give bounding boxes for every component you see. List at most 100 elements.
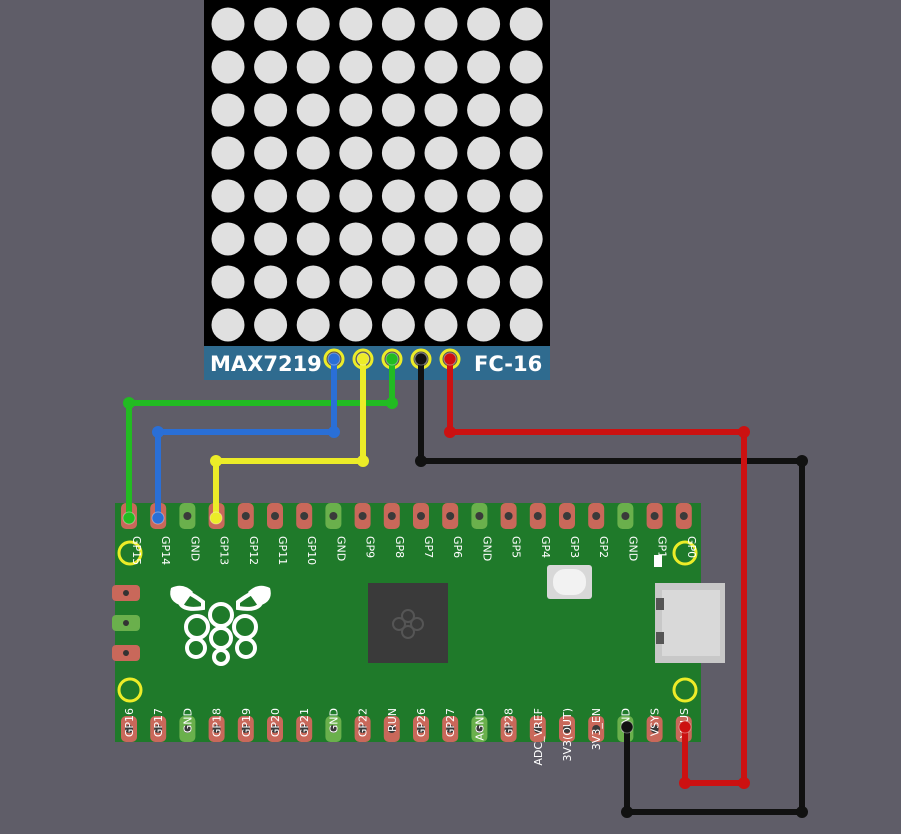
led-dot — [424, 93, 458, 127]
led-dot — [424, 265, 458, 299]
led-dot — [509, 265, 543, 299]
led-dot — [381, 222, 415, 256]
usb-connector-face — [662, 590, 720, 656]
led-dot — [211, 7, 245, 41]
pico-pin-hole — [533, 512, 542, 520]
pico-pin-label: GP16 — [123, 708, 136, 737]
led-dot — [467, 50, 501, 84]
wire-joint — [123, 397, 135, 409]
pico-pin-label: GND — [188, 536, 201, 561]
pico-pin-label: GP17 — [152, 708, 165, 737]
wire-black[interactable] — [418, 361, 805, 815]
pico-pin-hole — [446, 725, 455, 733]
wire-blue[interactable] — [155, 361, 337, 521]
usb-notch — [656, 598, 664, 610]
wire-end — [151, 511, 165, 525]
pico-pin-hole — [563, 512, 571, 520]
wire-end — [620, 720, 634, 734]
led-dot — [254, 265, 288, 299]
wire-end — [443, 352, 457, 366]
debug-pad-hole — [123, 650, 129, 656]
wire-end — [678, 720, 692, 734]
pico-pin-label: 3V3(OUT) — [561, 708, 574, 762]
led-dot — [296, 265, 330, 299]
wire-joint — [152, 426, 164, 438]
mounting-hole — [117, 677, 143, 703]
pico-pin-hole — [679, 512, 688, 520]
pico-pin-label: GP12 — [247, 536, 260, 565]
wire-end — [414, 352, 428, 366]
pico-pin-label: GP4 — [539, 536, 552, 558]
wire-joints — [123, 397, 808, 818]
led-matrix-module[interactable]: MAX7219 FC-16 — [204, 0, 550, 380]
usb-notch — [656, 632, 664, 644]
wire-yellow[interactable] — [213, 361, 366, 521]
pico-pin-hole — [271, 512, 279, 520]
led-dot — [467, 179, 501, 213]
pico-pin-hole — [358, 725, 367, 733]
led-dot — [424, 179, 458, 213]
pico-pin-hole — [271, 725, 279, 733]
pico-pin-label: 3V3_EN — [590, 708, 603, 750]
led-dot — [254, 179, 288, 213]
pico-pin-hole — [621, 512, 630, 520]
pico-pin-label: AGND — [473, 708, 486, 741]
led-dot — [296, 308, 330, 342]
led-dot — [339, 7, 373, 41]
wire-joint — [796, 806, 808, 818]
led-dot — [339, 179, 373, 213]
led-dot — [467, 265, 501, 299]
pico-pin-hole — [504, 725, 513, 733]
matrix-model-label: FC-16 — [474, 352, 542, 376]
led-dot — [254, 308, 288, 342]
pico-pin-hole — [504, 512, 513, 520]
wire-joint — [357, 455, 369, 467]
pico-pin-hole — [446, 512, 455, 520]
bootsel-button-cap — [553, 569, 586, 595]
pico-pin-label: GP27 — [444, 708, 457, 737]
pico-pin-hole — [563, 725, 571, 733]
pico-pin-hole — [183, 512, 192, 520]
pico-pin-label: GP10 — [305, 536, 318, 565]
pico-pin-label: GP22 — [357, 708, 370, 737]
wire-joint — [738, 777, 750, 789]
pico-pin-label: RUN — [386, 708, 399, 732]
led-dot — [467, 222, 501, 256]
led-dot — [509, 93, 543, 127]
pico-pin-label: GP18 — [211, 708, 224, 737]
led-dot — [254, 7, 288, 41]
wire-green[interactable] — [126, 361, 395, 521]
led-dot — [467, 7, 501, 41]
pico-pin-hole — [475, 512, 484, 520]
wire-red[interactable] — [447, 361, 747, 786]
pico-pin-label: ADC_VREF — [532, 708, 545, 766]
mounting-hole — [672, 540, 698, 566]
led-dot — [339, 93, 373, 127]
pico-pin-hole — [417, 512, 425, 520]
led-dot — [424, 308, 458, 342]
pico-pin-label: VSYS — [649, 708, 662, 736]
led-dot — [339, 136, 373, 170]
pico-pin-hole — [183, 725, 192, 733]
led-dot — [509, 222, 543, 256]
led-dot — [296, 50, 330, 84]
led-grid — [211, 7, 543, 342]
led-dot — [211, 93, 245, 127]
wire-ends — [122, 352, 692, 734]
pico-pin-hole — [212, 725, 221, 733]
pico-pin-label: GP0 — [685, 536, 698, 558]
mounting-hole — [672, 677, 698, 703]
wire-joint — [679, 777, 691, 789]
led-dot — [509, 50, 543, 84]
led-dot — [296, 93, 330, 127]
pico-pin-hole — [533, 725, 542, 733]
pico-pin-label: GP15 — [130, 536, 143, 565]
pico-pin-label: GP11 — [276, 536, 289, 565]
led-dot — [467, 93, 501, 127]
led-dot — [509, 136, 543, 170]
pico-pin-hole — [650, 512, 659, 520]
led-dot — [254, 136, 288, 170]
